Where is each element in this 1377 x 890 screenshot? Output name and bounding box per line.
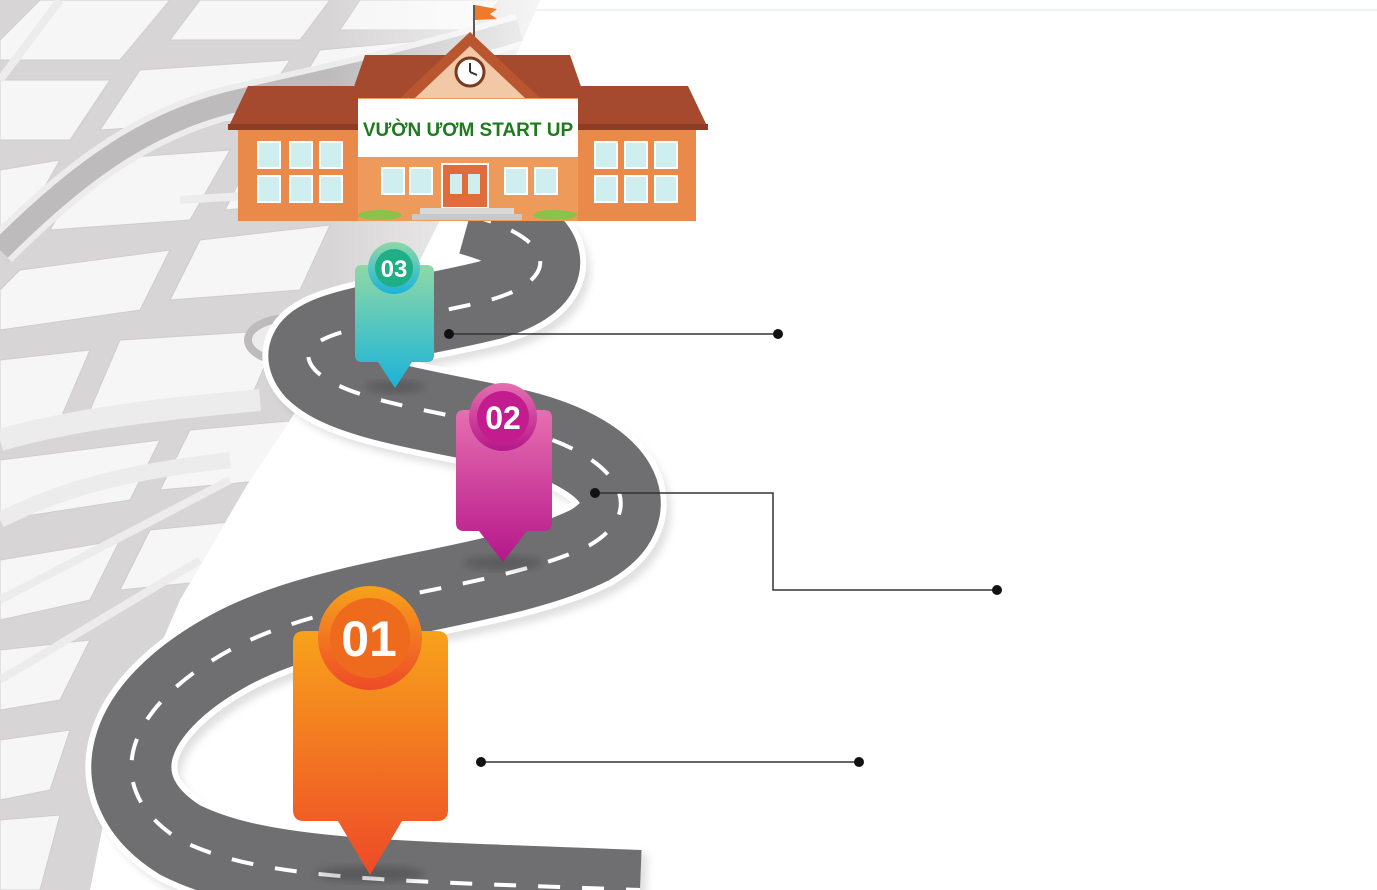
connectors [449,333,997,763]
step-number-02: 02 [485,400,521,436]
windows [257,141,678,203]
school-building: VƯỜN ƯƠM START UP [228,5,708,221]
school-sign [358,99,578,157]
marker-02: 02 [456,383,552,570]
school-sign-text: VƯỜN ƯƠM START UP [363,119,574,141]
badge-03 [375,249,413,287]
connector-02 [595,492,997,591]
badge-01 [330,598,410,678]
step-number-03: 03 [381,256,408,283]
school-door [441,163,489,209]
connector-dots [444,329,1002,767]
badge-02 [477,391,529,443]
flag [475,5,497,20]
marker-01: 01 [293,586,448,882]
step-number-01: 01 [341,611,397,667]
marker-03: 03 [355,242,434,393]
